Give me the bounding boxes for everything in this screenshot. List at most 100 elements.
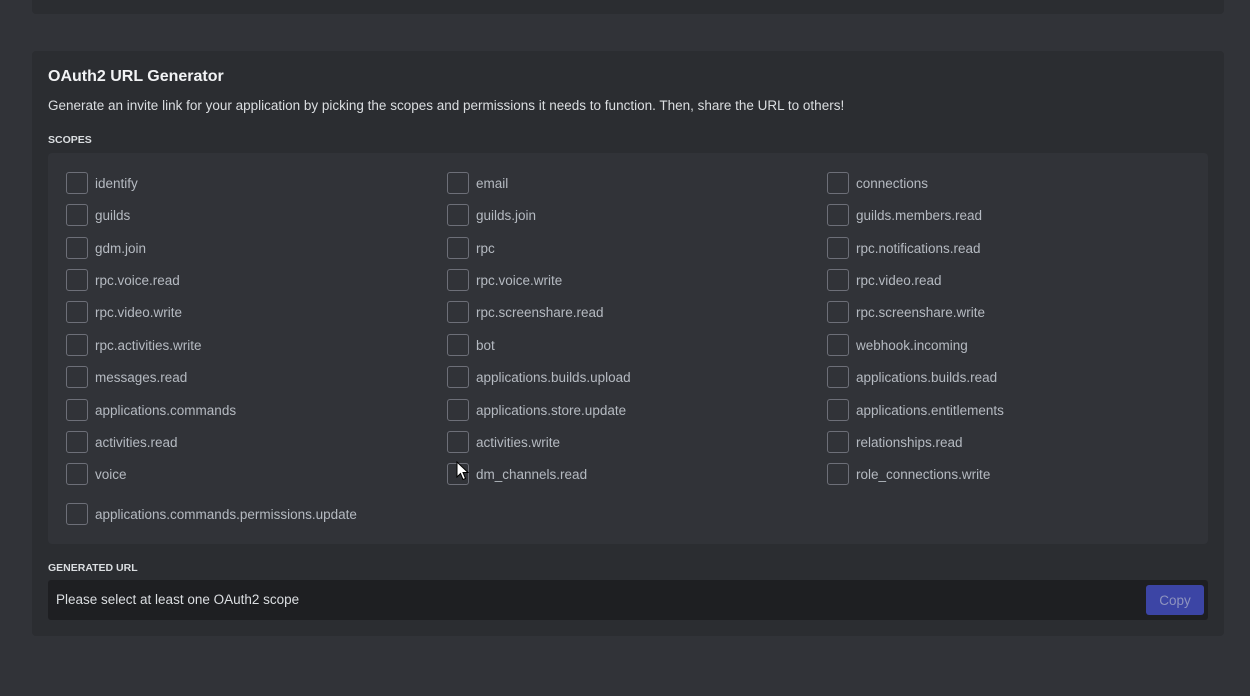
scope-checkbox-item[interactable]: rpc.screenshare.write (827, 301, 985, 323)
checkbox[interactable] (827, 366, 849, 388)
scope-checkbox-item[interactable]: applications.store.update (447, 399, 626, 421)
checkbox[interactable] (447, 269, 469, 291)
checkbox[interactable] (827, 172, 849, 194)
scope-checkbox-item[interactable]: activities.read (66, 431, 178, 453)
scopes-grid: identify email connections guilds guilds.joi… (48, 153, 1208, 544)
scope-checkbox-item[interactable]: role_connections.write (827, 463, 990, 485)
checkbox[interactable] (66, 366, 88, 388)
checkbox[interactable] (827, 204, 849, 226)
scope-label: email (476, 175, 509, 191)
scope-label: guilds.members.read (856, 207, 983, 223)
checkbox[interactable] (66, 463, 88, 485)
scope-label: applications.store.update (476, 402, 627, 418)
scope-label: activities.write (476, 434, 561, 450)
checkbox[interactable] (447, 463, 469, 485)
scope-label: applications.entitlements (856, 402, 1004, 418)
checkbox[interactable] (827, 237, 849, 259)
scope-checkbox-item[interactable]: bot (447, 334, 495, 356)
scope-label: connections (856, 175, 929, 191)
checkbox[interactable] (66, 237, 88, 259)
scope-checkbox-item[interactable]: applications.builds.read (827, 366, 997, 388)
scope-checkbox-item[interactable]: gdm.join (66, 237, 146, 259)
scope-label: voice (95, 466, 127, 482)
scope-checkbox-item[interactable]: relationships.read (827, 431, 963, 453)
scope-label: rpc.video.write (95, 304, 183, 320)
scope-label: rpc.voice.write (476, 272, 563, 288)
checkbox[interactable] (447, 204, 469, 226)
scope-checkbox-item[interactable]: guilds (66, 204, 130, 226)
checkbox[interactable] (827, 301, 849, 323)
card-title: OAuth2 URL Generator (48, 68, 224, 85)
scope-checkbox-item[interactable]: rpc.voice.read (66, 269, 180, 291)
checkbox[interactable] (827, 399, 849, 421)
scope-checkbox-item[interactable]: connections (827, 172, 928, 194)
scope-checkbox-item[interactable]: email (447, 172, 508, 194)
scope-checkbox-item[interactable]: webhook.incoming (827, 334, 968, 356)
scopes-label: SCOPES (48, 134, 92, 146)
checkbox[interactable] (447, 237, 469, 259)
scope-checkbox-item[interactable]: messages.read (66, 366, 187, 388)
scope-label: webhook.incoming (856, 337, 968, 353)
scope-label: rpc (476, 240, 495, 256)
checkbox[interactable] (827, 431, 849, 453)
scope-label: activities.read (95, 434, 178, 450)
scope-label: bot (476, 337, 495, 353)
scope-checkbox-item[interactable]: rpc.video.read (827, 269, 942, 291)
checkbox[interactable] (447, 334, 469, 356)
scope-checkbox-item[interactable]: rpc (447, 237, 495, 259)
checkbox[interactable] (827, 269, 849, 291)
scope-label: gdm.join (95, 240, 147, 256)
generated-url-label: GENERATED URL (48, 562, 138, 574)
generated-url-field[interactable]: Please select at least one OAuth2 scope … (48, 580, 1208, 620)
checkbox[interactable] (66, 399, 88, 421)
checkbox[interactable] (447, 301, 469, 323)
checkbox[interactable] (66, 204, 88, 226)
scope-checkbox-item[interactable]: rpc.screenshare.read (447, 301, 604, 323)
previous-section-panel (32, 0, 1224, 14)
checkbox[interactable] (447, 366, 469, 388)
scope-label: rpc.notifications.read (856, 240, 981, 256)
scope-label: applications.commands.permissions.update (95, 506, 357, 522)
checkbox[interactable] (447, 172, 469, 194)
scope-checkbox-item[interactable]: guilds.join (447, 204, 536, 226)
copy-button[interactable]: Copy (1146, 585, 1204, 615)
scope-label: rpc.voice.read (95, 272, 180, 288)
scope-checkbox-item[interactable]: applications.commands (66, 399, 236, 421)
scope-checkbox-item[interactable]: applications.entitlements (827, 399, 1004, 421)
scope-label: identify (95, 175, 138, 191)
scope-checkbox-item[interactable]: rpc.notifications.read (827, 237, 981, 259)
scope-checkbox-item[interactable]: applications.commands.permissions.update (66, 503, 357, 525)
checkbox[interactable] (66, 431, 88, 453)
scope-checkbox-item[interactable]: rpc.voice.write (447, 269, 562, 291)
scope-label: guilds.join (476, 207, 537, 223)
checkbox[interactable] (447, 431, 469, 453)
generated-url-text: Please select at least one OAuth2 scope (56, 592, 300, 607)
checkbox[interactable] (66, 334, 88, 356)
scope-label: rpc.screenshare.write (856, 304, 986, 320)
scope-label: rpc.screenshare.read (476, 304, 604, 320)
scope-checkbox-item[interactable]: applications.builds.upload (447, 366, 631, 388)
scope-checkbox-item[interactable]: activities.write (447, 431, 560, 453)
scope-label: applications.builds.read (856, 369, 998, 385)
checkbox[interactable] (827, 463, 849, 485)
scope-label: messages.read (95, 369, 188, 385)
checkbox[interactable] (66, 269, 88, 291)
scope-label: applications.builds.upload (476, 369, 631, 385)
checkbox[interactable] (66, 172, 88, 194)
scope-checkbox-item[interactable]: voice (66, 463, 127, 485)
scope-checkbox-item[interactable]: dm_channels.read (447, 463, 587, 485)
checkbox[interactable] (447, 399, 469, 421)
scope-checkbox-item[interactable]: rpc.video.write (66, 301, 182, 323)
checkbox[interactable] (66, 503, 88, 525)
scope-label: role_connections.write (856, 466, 991, 482)
scope-checkbox-item[interactable]: identify (66, 172, 138, 194)
scope-checkbox-item[interactable]: rpc.activities.write (66, 334, 202, 356)
scope-label: rpc.activities.write (95, 337, 202, 353)
scope-checkbox-item[interactable]: guilds.members.read (827, 204, 982, 226)
checkbox[interactable] (66, 301, 88, 323)
scope-label: dm_channels.read (476, 466, 588, 482)
oauth2-url-generator-card: OAuth2 URL Generator Generate an invite … (32, 51, 1224, 636)
scope-label: guilds (95, 207, 131, 223)
scope-label: relationships.read (856, 434, 963, 450)
checkbox[interactable] (827, 334, 849, 356)
